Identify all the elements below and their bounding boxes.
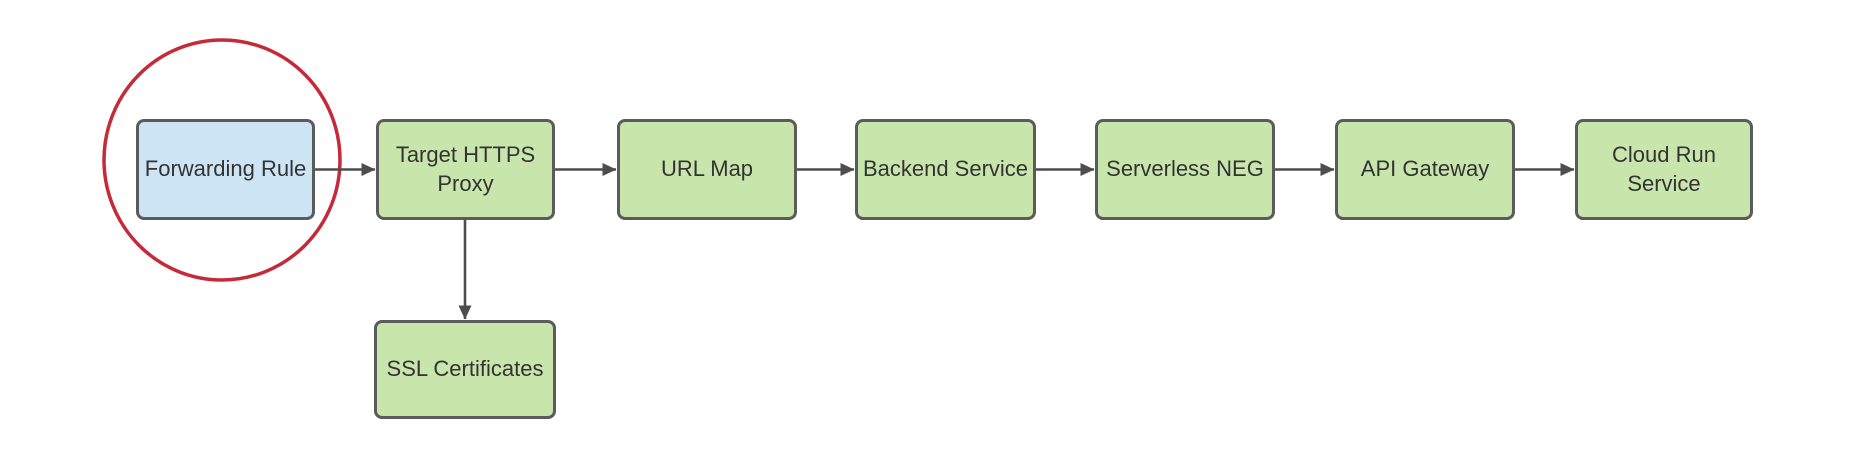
highlight-ellipse	[102, 38, 342, 282]
node-url-map-label: URL Map	[660, 156, 754, 182]
node-backend-service[interactable]: Backend Service	[855, 119, 1036, 220]
node-serverless-neg-label: Serverless NEG	[1106, 156, 1264, 182]
node-api-gateway[interactable]: API Gateway	[1335, 119, 1515, 220]
node-forwarding-rule[interactable]: Forwarding Rule	[136, 119, 315, 220]
node-ssl-certificates-label: SSL Certificates	[386, 356, 544, 382]
node-ssl-certificates[interactable]: SSL Certificates	[374, 320, 556, 419]
node-cloud-run-service-label: Cloud Run Service	[1612, 141, 1716, 196]
node-api-gateway-label: API Gateway	[1360, 156, 1490, 182]
node-forwarding-rule-label: Forwarding Rule	[144, 156, 307, 182]
node-target-https-proxy[interactable]: Target HTTPS Proxy	[376, 119, 555, 220]
node-serverless-neg[interactable]: Serverless NEG	[1095, 119, 1275, 220]
node-backend-service-label: Backend Service	[862, 156, 1029, 182]
node-target-https-proxy-label: Target HTTPS Proxy	[395, 141, 536, 196]
node-url-map[interactable]: URL Map	[617, 119, 797, 220]
node-cloud-run-service[interactable]: Cloud Run Service	[1575, 119, 1753, 220]
